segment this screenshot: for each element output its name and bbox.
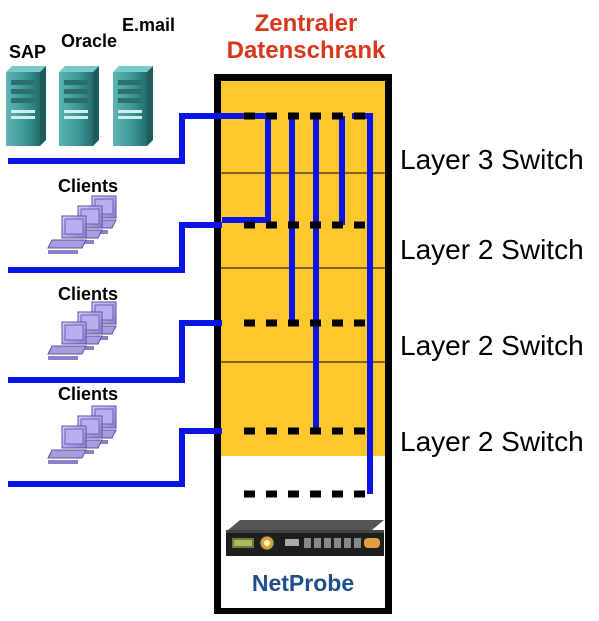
cable-group: [8, 113, 373, 494]
cable-servers: [8, 113, 271, 223]
switch-label-layer3: Layer 3 Switch: [400, 144, 584, 175]
cabinet-title-line2: Datenschrank: [226, 37, 386, 64]
server-label-sap: SAP: [9, 42, 47, 62]
netprobe-appliance-icon: [226, 520, 384, 556]
server-icon-sap: [6, 66, 46, 146]
switch-label-layer2: Layer 2 Switch: [400, 426, 584, 457]
netprobe-label: NetProbe: [251, 570, 355, 596]
server-label-oracle: Oracle: [61, 31, 118, 51]
cable-clients-3: [8, 428, 222, 487]
cable-clients-1: [8, 222, 222, 273]
client-group-icon-3: [48, 406, 116, 464]
cabinet-title-line1: Zentraler: [254, 10, 358, 37]
server-label-email: E.mail: [122, 15, 176, 35]
cable-clients-2: [8, 320, 222, 383]
server-icon-email: [113, 66, 153, 146]
server-icon-oracle: [59, 66, 99, 146]
cabinet-title: Zentraler Datenschrank: [214, 10, 398, 64]
clients-label: Clients: [58, 384, 119, 404]
clients-label: Clients: [58, 284, 119, 304]
switch-label-layer2: Layer 2 Switch: [400, 330, 584, 361]
client-group-icon-1: [48, 196, 116, 254]
switch-label-layer2: Layer 2 Switch: [400, 234, 584, 265]
client-group-icon-2: [48, 302, 116, 360]
clients-label: Clients: [58, 176, 119, 196]
